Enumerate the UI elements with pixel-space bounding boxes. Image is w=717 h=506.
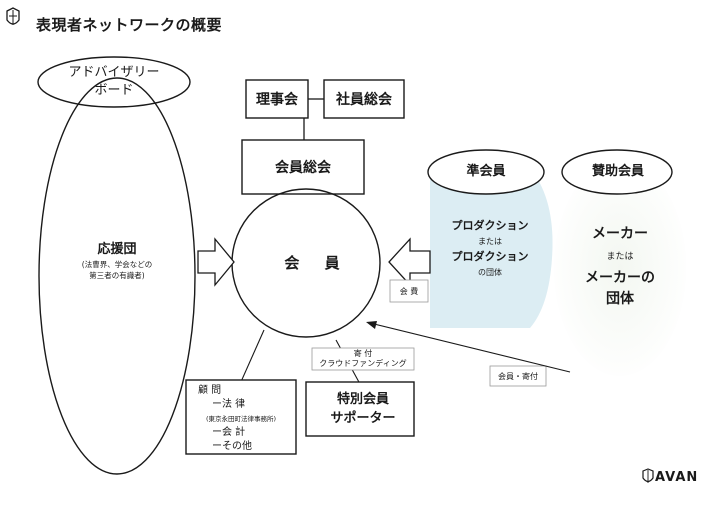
support-arrow [197, 237, 235, 287]
supporting-fee-tag: 会員・寄付 [498, 371, 538, 381]
associate-area [430, 168, 553, 328]
avan-logo-text: AVAN [655, 470, 699, 485]
advisory-board-line2: ボード [94, 83, 134, 98]
associate-title-ellipse [427, 149, 545, 195]
advisors-item-law: ー法 律 [212, 399, 246, 410]
advisors-law-note: (東京永田町法律事務所) [206, 415, 277, 423]
special-supporter-line2: サポーター [330, 411, 396, 426]
supporting-title-ellipse [561, 149, 673, 195]
special-supporter-line1: 特別会員 [336, 392, 389, 407]
shield-logo-icon [642, 468, 654, 483]
crest-icon [6, 7, 20, 25]
advisory-board-label: アドバイザリー ボード [48, 64, 180, 100]
special-supporter-box [305, 381, 415, 437]
supporting-line1: メーカー [592, 226, 648, 242]
associate-line3: プロダクション [451, 250, 529, 263]
donation-tag-box [311, 347, 415, 371]
advisors-item-accounting: ー会 計 [212, 427, 246, 438]
supporting-line2: または [606, 252, 634, 262]
advisory-board-line1: アドバイザリー [68, 65, 160, 80]
fee-tag: 会 費 [399, 286, 419, 296]
advisors-box [185, 379, 297, 455]
associate-arrow [388, 237, 431, 287]
associate-line1: プロダクション [451, 219, 529, 232]
staff-meeting-label: 社員総会 [336, 92, 392, 108]
donation-line2: クラウドファンディング [319, 359, 407, 368]
supporting-line3: メーカーの [585, 270, 655, 286]
supporting-fee-tag-box [489, 365, 547, 387]
donation-line1: 寄 付 [353, 349, 373, 358]
general-meeting-label: 会員総会 [275, 160, 331, 176]
advisors-label: 顧 問 ー法 律 (東京永田町法律事務所) ー会 計 ーその他 [192, 384, 300, 454]
support-group-name: 応援団 [97, 242, 137, 257]
directors-label: 理事会 [256, 92, 298, 108]
fee-tag-box [389, 279, 429, 303]
supporting-member-title: 賛助会員 [591, 164, 644, 179]
associate-title: 準会員 [466, 164, 506, 179]
general-meeting-box [241, 139, 365, 195]
supporting-member-description: メーカー または メーカーの 団体 [558, 224, 682, 310]
member-label: 会 員 [284, 254, 350, 272]
associate-line4: の団体 [478, 268, 502, 277]
support-group-desc1: (法曹界、学会などの [81, 260, 153, 269]
advisors-heading: 顧 問 [198, 385, 222, 396]
support-group-ellipse [38, 77, 196, 475]
special-supporter-label: 特別会員 サポーター [310, 390, 416, 428]
support-group-desc2: 第三者の有識者) [89, 271, 145, 280]
supporting-area [554, 160, 686, 376]
support-group-label: 応援団 (法曹界、学会などの 第三者の有識者) [60, 238, 174, 281]
associate-line2: または [478, 237, 502, 246]
advisors-item-other: ーその他 [212, 441, 252, 452]
supporting-line4: 団体 [606, 291, 634, 307]
directors-box [245, 79, 309, 119]
donation-tag: 寄 付 クラウドファンディング [312, 349, 414, 369]
advisory-board-ellipse [37, 56, 191, 108]
page-title: 表現者ネットワークの概要 [36, 16, 223, 34]
associate-description: プロダクション または プロダクション の団体 [424, 218, 556, 280]
